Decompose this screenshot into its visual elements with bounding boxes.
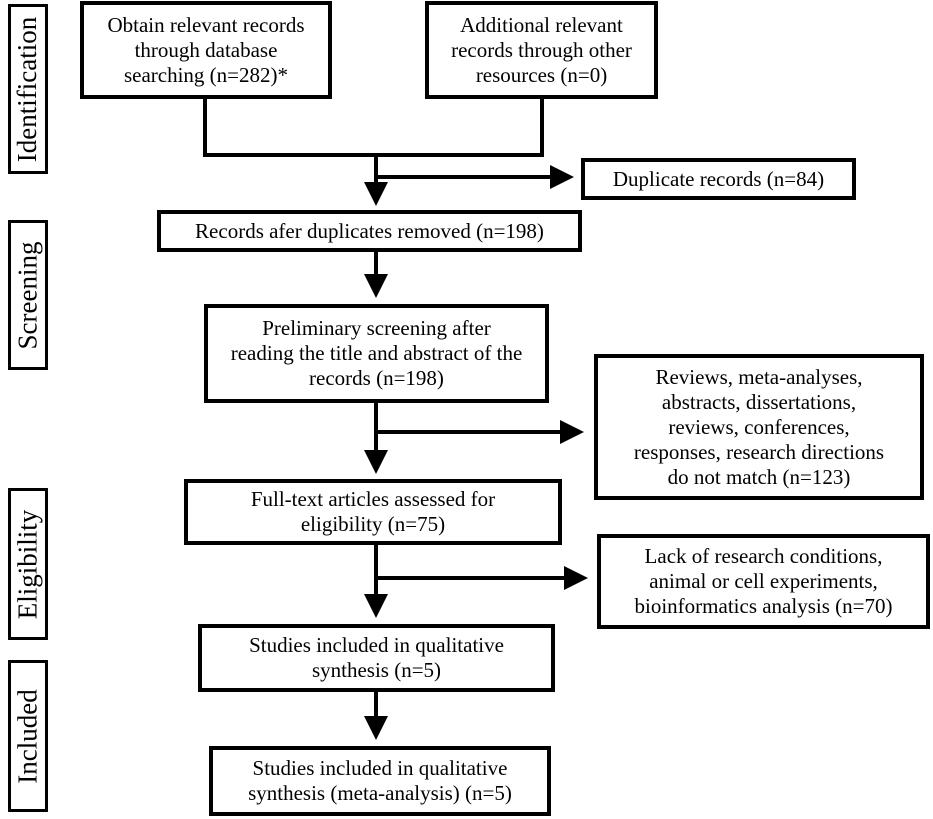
excluded-types-line1: Reviews, meta-analyses, [655, 364, 863, 389]
stage-screening: Screening [8, 220, 48, 370]
excluded-types-line2: abstracts, dissertations, [661, 389, 857, 414]
excluded-types-line5: do not match (n=123) [667, 464, 851, 489]
preliminary-box: Preliminary screening after reading the … [204, 304, 549, 403]
other-records-line2: records through other [451, 37, 632, 62]
meta-box: Studies included in qualitative synthesi… [209, 746, 551, 816]
qualitative-line1: Studies included in qualitative [249, 633, 504, 657]
database-records-line3: searching (n=282)* [123, 62, 289, 87]
stage-eligibility: Eligibility [8, 488, 48, 640]
duplicates-box: Duplicate records (n=84) [581, 158, 856, 200]
fulltext-box: Full-text articles assessed for eligibil… [184, 479, 562, 545]
stage-identification-label: Identification [12, 16, 43, 162]
other-records-line1: Additional relevant [460, 12, 623, 37]
excluded-types-line3: reviews, conferences, [668, 414, 850, 439]
stage-included: Included [8, 660, 48, 812]
fulltext-line1: Full-text articles assessed for [250, 487, 496, 511]
merge-line [203, 98, 544, 157]
after-duplicates-box: Records afer duplicates removed (n=198) [157, 210, 582, 252]
other-records-line3: resources (n=0) [475, 62, 608, 87]
excluded-conditions-line1: Lack of research conditions, [644, 544, 883, 568]
stage-screening-label: Screening [12, 241, 43, 349]
stage-eligibility-label: Eligibility [12, 509, 43, 619]
database-records-line2: through database [134, 37, 278, 62]
other-records-box: Additional relevant records through othe… [425, 1, 658, 99]
excluded-conditions-line2: animal or cell experiments, [649, 569, 878, 593]
meta-line2: synthesis (meta-analysis) (n=5) [248, 781, 512, 805]
preliminary-line3: records (n=198) [309, 366, 444, 390]
database-records-box: Obtain relevant records through database… [80, 1, 332, 99]
after-duplicates-line1: Records afer duplicates removed (n=198) [195, 218, 544, 243]
excluded-types-line4: responses, research directions [633, 439, 885, 464]
qualitative-box: Studies included in qualitative synthesi… [198, 624, 555, 692]
excluded-conditions-line3: bioinformatics analysis (n=70) [634, 594, 893, 618]
duplicates-line1: Duplicate records (n=84) [612, 166, 825, 191]
stage-identification: Identification [8, 4, 48, 174]
preliminary-line2: reading the title and abstract of the [230, 341, 523, 365]
excluded-conditions-box: Lack of research conditions, animal or c… [597, 534, 930, 629]
database-records-line1: Obtain relevant records [107, 12, 305, 37]
stage-included-label: Included [12, 688, 43, 784]
qualitative-line2: synthesis (n=5) [311, 658, 442, 682]
fulltext-line2: eligibility (n=75) [300, 512, 446, 536]
meta-line1: Studies included in qualitative [252, 756, 508, 780]
excluded-types-box: Reviews, meta-analyses, abstracts, disse… [594, 354, 924, 500]
preliminary-line1: Preliminary screening after [262, 316, 491, 340]
